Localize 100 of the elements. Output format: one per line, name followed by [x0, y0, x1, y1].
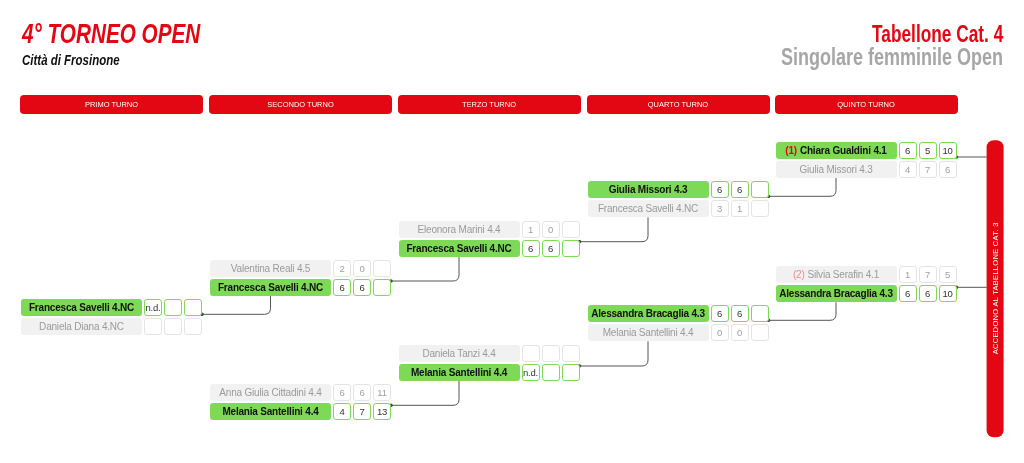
player-name: Francesca Savelli 4.NC [28, 302, 135, 314]
score-cell: 6 [898, 285, 917, 303]
connector-line [577, 340, 649, 368]
score-cell: 1 [730, 200, 749, 218]
score-cell [561, 364, 580, 381]
score-cell: 1 [898, 266, 917, 284]
score-cell: 0 [541, 220, 560, 238]
score-cell [184, 299, 202, 317]
connector-line [766, 177, 837, 199]
score-cell [750, 305, 769, 323]
score-cell [184, 318, 202, 336]
score-cell: 4 [898, 161, 917, 178]
player-name: Chiara Gualdini 4.1 [799, 145, 887, 156]
score-cell: 7 [918, 266, 937, 284]
score-cell: 6 [710, 181, 729, 199]
score-cell [373, 260, 391, 277]
draw-title: Tabellone Cat. 4 [871, 22, 1003, 46]
tournament-title: 4° TORNEO OPEN [22, 20, 201, 48]
seed-number: (2) [792, 269, 805, 281]
player-name: Silvia Serafin 4.1 [807, 269, 880, 281]
connector-line [954, 155, 988, 159]
score-cell: 6 [353, 279, 371, 296]
score-cell [541, 364, 560, 381]
score-cell: 6 [730, 181, 749, 199]
player-box [587, 181, 709, 199]
score-cell: 7 [353, 403, 371, 421]
score-cell [750, 181, 769, 199]
score-cell: 6 [353, 384, 371, 402]
venue-subtitle: Città di Frosinone [22, 53, 120, 67]
player-box [775, 266, 897, 284]
score-cell [561, 239, 580, 257]
player-name: Melania Santellini 4.4 [602, 327, 694, 339]
player-name: Francesca Savelli 4.NC [217, 282, 324, 293]
player-name: Francesca Savelli 4.NC [597, 203, 699, 215]
connector-line [389, 380, 460, 408]
score-cell: 6 [898, 142, 917, 159]
player-box [21, 299, 142, 317]
player-name: Alessandra Bracaglia 4.3 [591, 308, 705, 320]
player-box [398, 364, 520, 381]
player-name: Daniela Diana 4.NC [39, 321, 124, 333]
score-cell [561, 345, 580, 362]
player-name: Giulia Missori 4.3 [799, 164, 873, 175]
player-box [210, 403, 331, 421]
score-cell: 6 [333, 384, 351, 402]
score-cell [561, 220, 580, 238]
score-cell [750, 324, 769, 342]
score-cell: 6 [521, 239, 540, 257]
score-cell [144, 318, 162, 336]
player-name: Giulia Missori 4.3 [608, 184, 688, 196]
score-cell [750, 200, 769, 218]
score-cell [521, 345, 540, 362]
score-cell: 6 [333, 279, 351, 296]
draw-subtitle: Singolare femminile Open [780, 45, 1003, 69]
player-name: Valentina Reali 4.5 [230, 263, 311, 274]
player-name: Eleonora Marini 4.4 [417, 223, 501, 235]
score-cell: 6 [938, 161, 957, 178]
score-cell: 0 [353, 260, 371, 277]
score-cell: 6 [918, 285, 937, 303]
score-cell [164, 318, 182, 336]
score-cell: 7 [918, 161, 937, 178]
player-name: Anna Giulia Cittadini 4.4 [219, 387, 322, 399]
score-cell: 0 [730, 324, 749, 342]
player-box [775, 285, 897, 303]
score-cell: 3 [710, 200, 729, 218]
score-cell: 6 [730, 305, 749, 323]
connector-line [200, 295, 271, 317]
connector-line [954, 285, 988, 290]
score-cell [164, 299, 182, 317]
player-box [210, 384, 331, 402]
seed-number: (1) [785, 145, 797, 156]
player-box [775, 142, 897, 159]
score-cell: 10 [938, 285, 957, 303]
score-cell: 10 [938, 142, 957, 159]
score-cell: 11 [373, 384, 391, 402]
player-box [210, 279, 331, 296]
score-cell: 5 [918, 142, 937, 159]
score-cell: 5 [938, 266, 957, 284]
score-cell: 6 [710, 305, 729, 323]
player-name: Alessandra Bracaglia 4.3 [779, 288, 893, 300]
player-box [587, 324, 709, 342]
player-box [587, 200, 709, 218]
connector-line [577, 216, 649, 244]
player-name: Daniela Tanzi 4.4 [422, 348, 496, 359]
score-cell: 4 [333, 403, 351, 421]
connector-line [766, 301, 837, 323]
player-box [775, 161, 897, 178]
score-cell: n.d. [144, 299, 162, 317]
player-box [587, 305, 709, 323]
player-name: Melania Santellini 4.4 [410, 367, 508, 378]
score-cell: n.d. [521, 364, 540, 381]
score-cell: 1 [521, 220, 540, 238]
player-name: Francesca Savelli 4.NC [406, 242, 512, 254]
score-cell: 0 [710, 324, 729, 342]
score-cell: 13 [373, 403, 391, 421]
score-cell [373, 279, 391, 296]
connector-line [389, 256, 460, 283]
score-cell: 2 [333, 260, 351, 277]
score-cell: 6 [541, 239, 560, 257]
score-cell [541, 345, 560, 362]
player-box [398, 239, 520, 257]
